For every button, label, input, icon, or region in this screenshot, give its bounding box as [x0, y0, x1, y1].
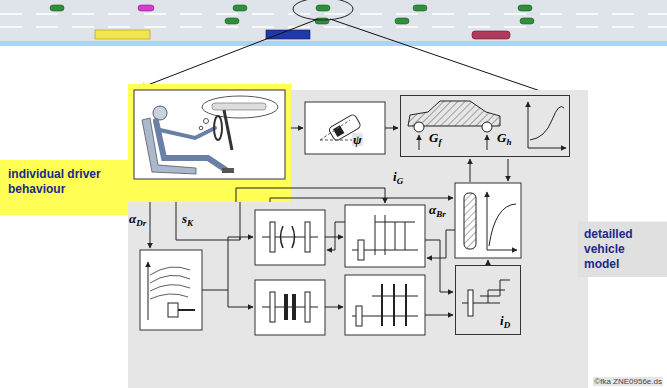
clutch-block: [255, 280, 325, 335]
vehicle-model-label: detailled vehicle model: [578, 222, 667, 277]
differential-drawing: [462, 280, 510, 316]
driver-box: [128, 84, 291, 202]
band-label: individual driver behaviour: [8, 167, 120, 197]
model-panel: [128, 90, 588, 388]
symbol-label: Gf: [429, 131, 441, 144]
label-band: [578, 222, 667, 277]
engine-map-block: [140, 250, 202, 330]
symbol-label: iD: [500, 314, 510, 327]
vehicle-body-drawing: [408, 101, 566, 150]
clutch-signal: sK: [181, 212, 194, 225]
vehicle-block: Gf Gh: [400, 95, 570, 157]
zoom-line: [330, 19, 555, 96]
steering-block: [305, 102, 385, 154]
clutch-block: [255, 210, 325, 265]
gearbox-block: [345, 205, 425, 267]
driver-label: individual driver behaviour: [0, 160, 128, 215]
zoom-line: [140, 19, 318, 88]
symbol-label: Gh: [497, 131, 511, 144]
gear-ratio-symbol: iG: [392, 170, 404, 183]
differential-block: iD: [455, 265, 521, 335]
yaw-symbol: ψ: [352, 133, 363, 146]
tyre-block: [455, 183, 521, 258]
highway: [0, 0, 667, 46]
accelerator-signal: αDr: [128, 212, 147, 225]
band-label: detailled vehicle model: [584, 227, 661, 272]
gearbox-block: [345, 275, 425, 335]
brake-signal: αBr: [428, 203, 447, 216]
watermark: ©fka ZNE0956e.ds: [593, 377, 663, 386]
